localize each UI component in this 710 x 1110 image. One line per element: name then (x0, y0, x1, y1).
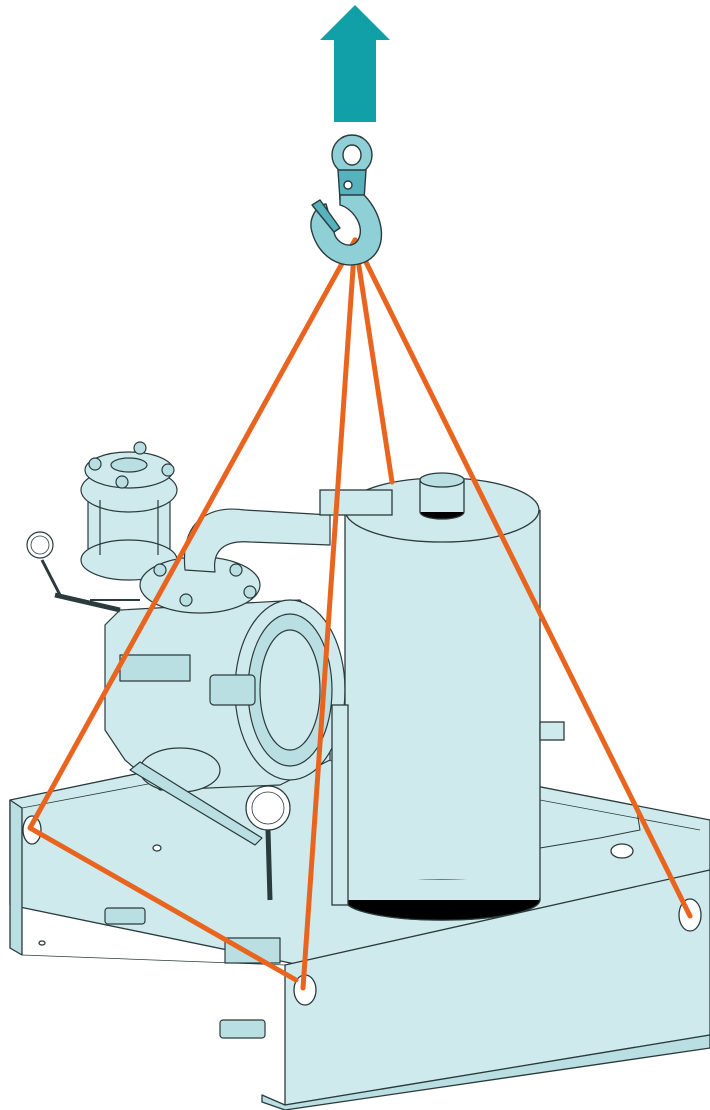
sling-base-left-front (27, 825, 299, 983)
tank (319, 472, 641, 921)
up-arrow-icon (320, 5, 390, 122)
sling-rear (352, 237, 395, 485)
lifting-slings (27, 237, 693, 991)
pump-assembly (26, 441, 346, 1039)
sling-front (300, 237, 358, 991)
sling-left (27, 237, 358, 831)
sling-right (352, 237, 693, 919)
crane-hook-icon (310, 134, 383, 266)
